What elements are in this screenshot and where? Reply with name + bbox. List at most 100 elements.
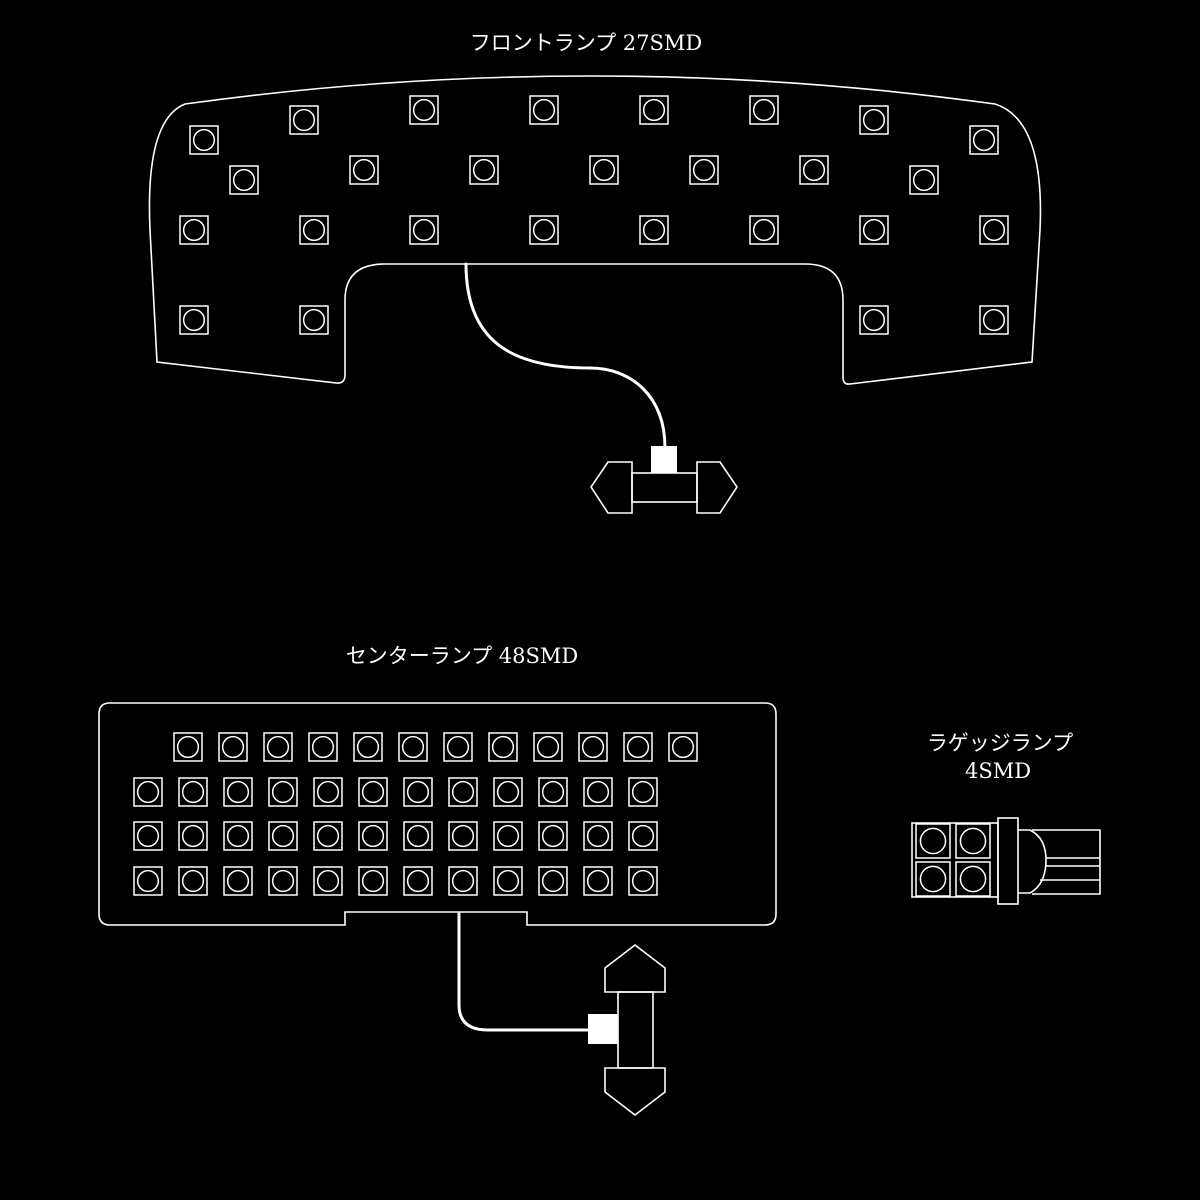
center-smd-chip	[493, 777, 523, 807]
front-smd-chip	[639, 95, 669, 125]
front-smd-chip	[909, 165, 939, 195]
front-lamp-title: フロントランプ 27SMD	[470, 31, 703, 55]
center-smd-chip	[668, 732, 698, 762]
center-smd-chip	[308, 732, 338, 762]
center-smd-chip	[403, 821, 433, 851]
luggage-lamp-title-line1: ラゲッジランプ	[927, 731, 1073, 755]
center-smd-chip	[313, 821, 343, 851]
center-smd-chip	[133, 777, 163, 807]
center-smd-chip	[218, 732, 248, 762]
center-smd-chip	[398, 732, 428, 762]
center-smd-chip	[313, 777, 343, 807]
center-smd-chip	[538, 866, 568, 896]
center-smd-chip	[223, 821, 253, 851]
front-lamp: フロントランプ 27SMD	[148, 31, 1042, 514]
center-smd-chip	[578, 732, 608, 762]
center-smd-chip	[358, 777, 388, 807]
luggage-wedge-base	[1032, 829, 1101, 895]
front-smd-chip	[289, 105, 319, 135]
center-connector-block	[588, 1014, 618, 1044]
front-lamp-wire	[464, 262, 667, 450]
center-smd-chip	[443, 732, 473, 762]
center-smd-chip	[623, 732, 653, 762]
front-smd-chip	[229, 165, 259, 195]
front-smd-chip	[299, 215, 329, 245]
center-smd-chip	[358, 821, 388, 851]
center-smd-chip	[448, 866, 478, 896]
front-smd-chip	[859, 215, 889, 245]
center-smd-chip	[263, 732, 293, 762]
center-lamp-connector	[588, 943, 666, 1117]
center-smd-chip	[133, 821, 163, 851]
center-smd-chip	[583, 777, 613, 807]
luggage-lamp-bulb	[911, 817, 1101, 905]
front-smd-chip	[749, 215, 779, 245]
center-smd-chip	[628, 821, 658, 851]
center-lamp: センターランプ 48SMD	[98, 644, 777, 1117]
front-smd-chip	[299, 305, 329, 335]
front-smd-chip	[349, 155, 379, 185]
center-smd-chip	[488, 732, 518, 762]
front-smd-chip	[969, 125, 999, 155]
front-smd-chip	[799, 155, 829, 185]
center-smd-chip	[178, 821, 208, 851]
center-smd-chip	[493, 821, 523, 851]
front-connector-right-cap	[696, 461, 738, 514]
center-smd-chip	[268, 866, 298, 896]
front-smd-chip	[409, 95, 439, 125]
luggage-lamp-title-line2: 4SMD	[965, 759, 1031, 783]
front-smd-chip	[689, 155, 719, 185]
front-smd-chip	[979, 305, 1009, 335]
center-smd-chip	[403, 866, 433, 896]
luggage-lamp: ラゲッジランプ 4SMD	[911, 731, 1101, 905]
luggage-lamp-smd-group	[915, 823, 991, 897]
front-smd-chip	[529, 95, 559, 125]
center-smd-chip	[538, 821, 568, 851]
center-smd-chip	[178, 777, 208, 807]
front-smd-chip	[749, 95, 779, 125]
center-smd-chip	[223, 866, 253, 896]
center-smd-chip	[223, 777, 253, 807]
center-connector-top-cap	[604, 943, 666, 993]
center-lamp-title: センターランプ 48SMD	[346, 644, 579, 668]
luggage-smd-chip	[955, 823, 991, 859]
center-smd-chip	[448, 821, 478, 851]
luggage-smd-chip	[955, 861, 991, 897]
front-smd-chip	[179, 305, 209, 335]
center-smd-chip	[353, 732, 383, 762]
front-lamp-board	[148, 75, 1042, 385]
center-smd-chip	[178, 866, 208, 896]
front-smd-chip	[639, 215, 669, 245]
luggage-smd-chip	[915, 861, 951, 897]
center-lamp-board	[98, 702, 777, 926]
center-smd-chip	[268, 821, 298, 851]
front-smd-chip	[979, 215, 1009, 245]
luggage-smd-chip	[915, 823, 951, 859]
center-smd-chip	[493, 866, 523, 896]
front-smd-chip	[529, 215, 559, 245]
center-smd-chip	[358, 866, 388, 896]
front-smd-chip	[409, 215, 439, 245]
front-smd-chip	[859, 305, 889, 335]
center-smd-chip	[628, 866, 658, 896]
center-connector-bottom-cap	[604, 1067, 666, 1117]
front-lamp-smd-group	[179, 95, 1009, 335]
front-connector-block	[651, 446, 677, 473]
luggage-base-collar	[997, 817, 1019, 905]
center-smd-chip	[583, 866, 613, 896]
front-smd-chip	[859, 105, 889, 135]
front-smd-chip	[589, 155, 619, 185]
front-smd-chip	[189, 125, 219, 155]
center-smd-chip	[313, 866, 343, 896]
center-smd-chip	[538, 777, 568, 807]
center-smd-chip	[268, 777, 298, 807]
center-smd-chip	[583, 821, 613, 851]
center-smd-chip	[133, 866, 163, 896]
front-connector-left-cap	[590, 461, 633, 514]
center-lamp-wire	[457, 912, 592, 1032]
front-smd-chip	[469, 155, 499, 185]
center-smd-chip	[448, 777, 478, 807]
center-smd-chip	[533, 732, 563, 762]
